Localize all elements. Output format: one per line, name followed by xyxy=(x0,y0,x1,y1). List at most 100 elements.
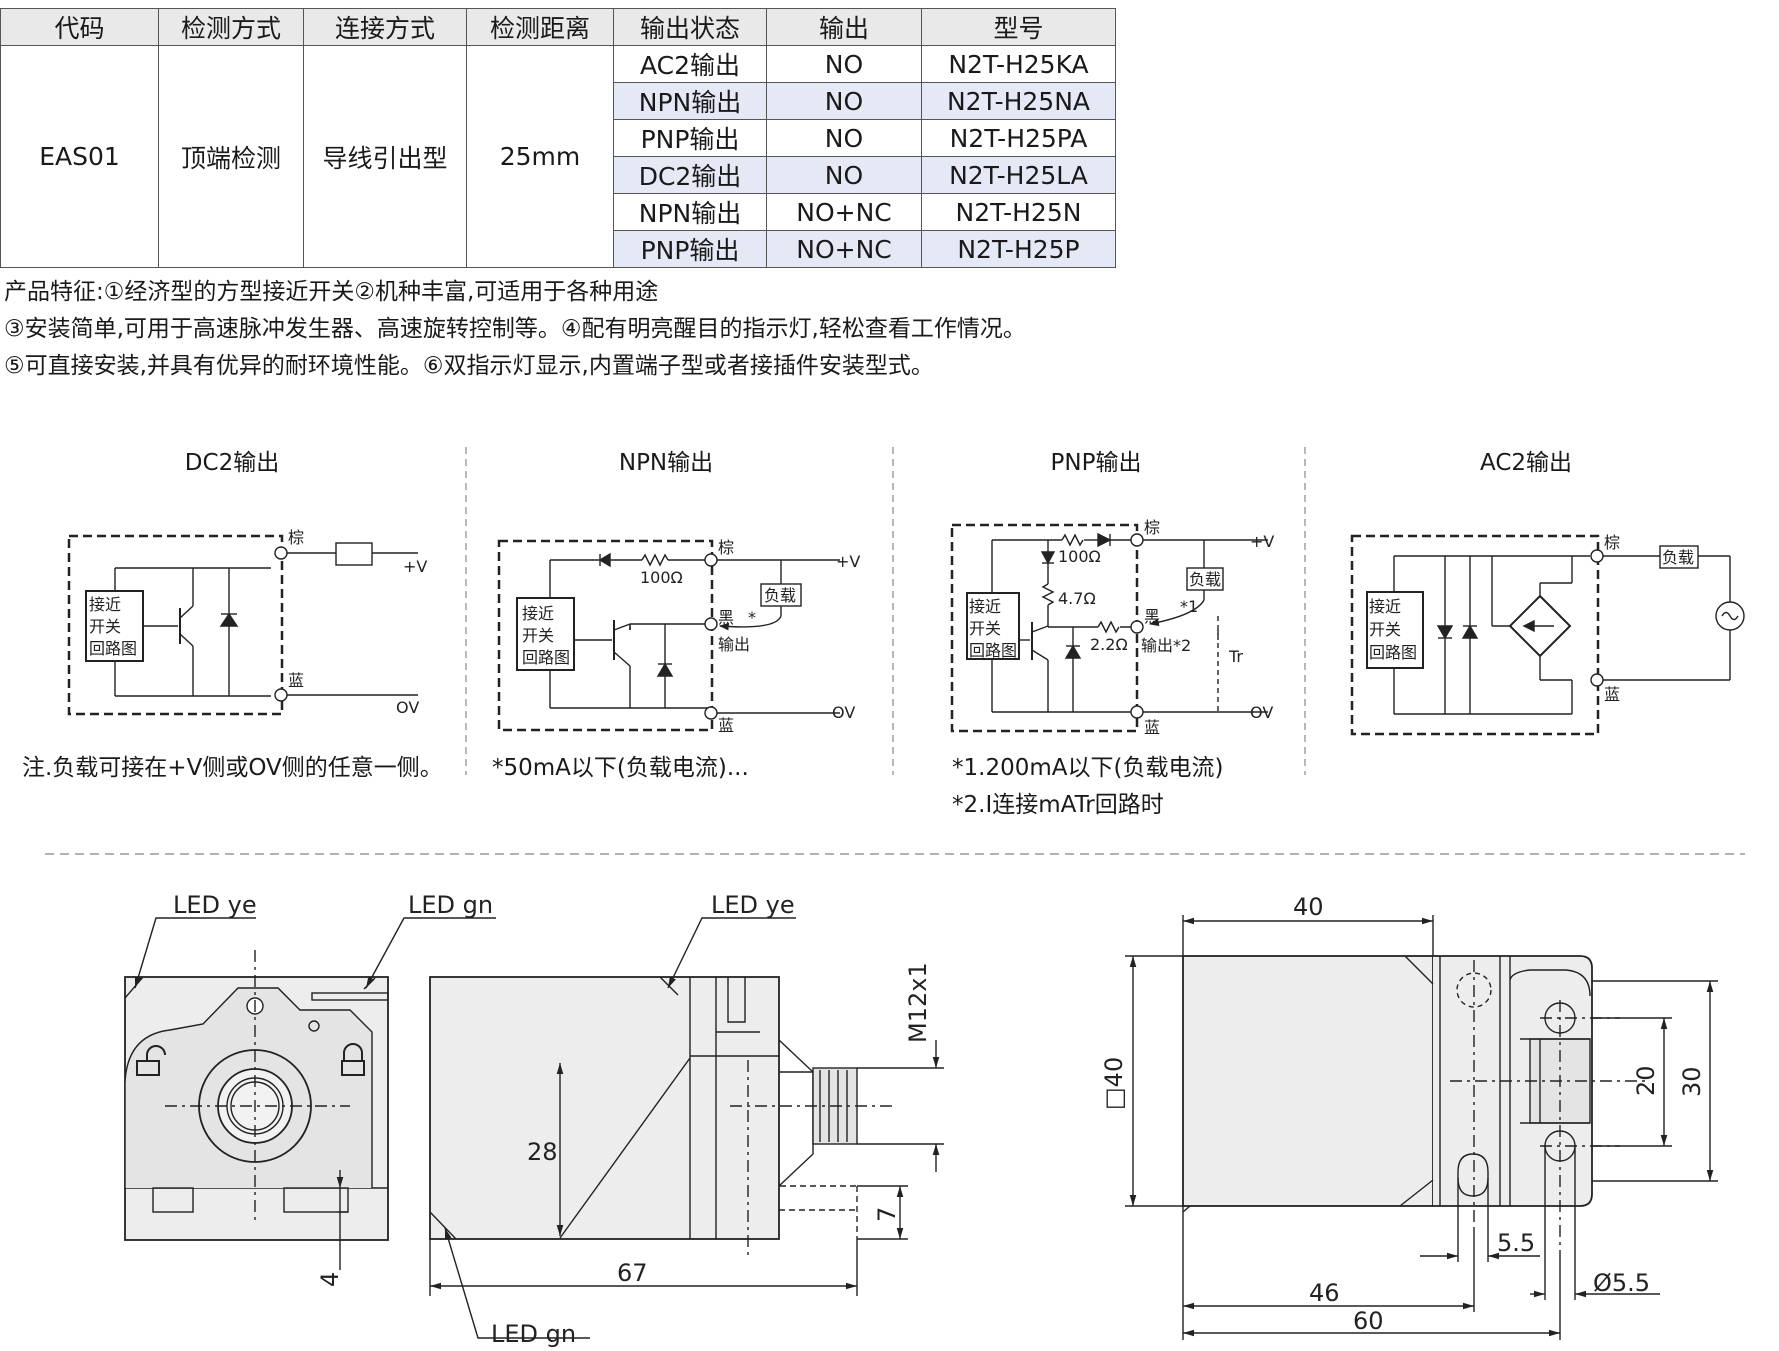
cell-model: N2T-H25NA xyxy=(921,82,1116,120)
ac2-blue-label: 蓝 xyxy=(1604,685,1620,704)
side-led-gn-label: LED gn xyxy=(491,1320,576,1348)
cell-model: N2T-H25P xyxy=(921,230,1116,268)
pnp-r1-label: 100Ω xyxy=(1058,547,1101,566)
pnp-star1-label: *1 xyxy=(1180,597,1198,616)
table-row: DC2输出 NO N2T-H25LA xyxy=(1,156,1116,194)
pnp-pv-label: +V xyxy=(1250,532,1274,551)
dim-46: 46 xyxy=(1309,1279,1340,1307)
npn-note: *50mA以下(负载电流)... xyxy=(492,755,749,781)
ac2-box-line3: 回路图 xyxy=(1369,643,1417,662)
header-model: 型号 xyxy=(921,8,1116,46)
npn-load-label: 负载 xyxy=(764,586,796,605)
pnp-circuit xyxy=(950,523,1268,733)
npn-box-line2: 开关 xyxy=(522,626,554,645)
npn-box-line1: 接近 xyxy=(522,604,554,623)
dim-67: 67 xyxy=(617,1259,648,1287)
dim-sq40: □40 xyxy=(1100,1057,1128,1110)
cell-state: NPN输出 xyxy=(613,193,767,231)
ac2-box-line1: 接近 xyxy=(1369,597,1401,616)
dim-20: 20 xyxy=(1632,1065,1660,1096)
dc2-title: DC2输出 xyxy=(184,450,280,476)
product-features: 产品特征:①经济型的方型接近开关②机种丰富,可适用于各种用途 ③安装简单,可用于… xyxy=(4,274,1026,385)
cell-output: NO xyxy=(766,45,922,83)
dc2-pv-label: +V xyxy=(403,557,427,576)
spec-table: 代码 检测方式 连接方式 检测距离 输出状态 输出 型号 EAS01 顶端检测 … xyxy=(0,8,1116,268)
pnp-r3-label: 2.2Ω xyxy=(1090,635,1128,654)
npn-ov-label: OV xyxy=(832,703,855,722)
cell-model: N2T-H25KA xyxy=(921,45,1116,83)
cell-state: PNP输出 xyxy=(613,119,767,157)
side-view xyxy=(429,917,944,1339)
pnp-ov-label: OV xyxy=(1250,703,1273,722)
ac2-circuit xyxy=(1350,534,1745,736)
table-row: NPN输出 NO+NC N2T-H25N xyxy=(1,193,1116,231)
feature-line: ⑤可直接安装,并具有优异的耐环境性能。⑥双指示灯显示,内置端子型或者接插件安装型… xyxy=(4,353,934,379)
dim-60: 60 xyxy=(1353,1307,1384,1335)
header-output: 输出 xyxy=(766,8,922,46)
header-method: 检测方式 xyxy=(158,8,304,46)
header-output-state: 输出状态 xyxy=(613,8,767,46)
pnp-note-2: *2.I连接mATr回路时 xyxy=(952,792,1164,818)
npn-out-label: 输出 xyxy=(718,635,750,654)
header-distance: 检测距离 xyxy=(466,8,614,46)
pnp-box-line2: 开关 xyxy=(969,619,1001,638)
feature-line: ③安装简单,可用于高速脉冲发生器、高速旋转控制等。④配有明亮醒目的指示灯,轻松查… xyxy=(4,316,1026,342)
side-led-ye-label: LED ye xyxy=(711,891,795,919)
dim-4: 4 xyxy=(316,1272,344,1287)
dc2-box-line2: 开关 xyxy=(89,617,121,636)
feature-line: 产品特征:①经济型的方型接近开关②机种丰富,可适用于各种用途 xyxy=(4,279,659,305)
dim-m12x1: M12x1 xyxy=(904,962,932,1043)
cell-state: NPN输出 xyxy=(613,82,767,120)
npn-r-label: 100Ω xyxy=(640,568,683,587)
cell-state: PNP输出 xyxy=(613,230,767,268)
cell-code: EAS01 xyxy=(0,45,159,268)
cell-state: DC2输出 xyxy=(613,156,767,194)
cell-model: N2T-H25PA xyxy=(921,119,1116,157)
cell-output: NO xyxy=(766,119,922,157)
pnp-out-label: 输出*2 xyxy=(1141,636,1191,655)
pnp-load-label: 负载 xyxy=(1189,570,1221,589)
npn-title: NPN输出 xyxy=(618,450,714,476)
pnp-r2-label: 4.7Ω xyxy=(1058,589,1096,608)
dc2-brown-label: 棕 xyxy=(288,528,304,547)
npn-blue-label: 蓝 xyxy=(718,716,734,735)
pnp-brown-label: 棕 xyxy=(1144,518,1160,537)
ac2-brown-label: 棕 xyxy=(1604,533,1620,552)
cell-model: N2T-H25N xyxy=(921,193,1116,231)
cell-output: NO+NC xyxy=(766,193,922,231)
dim-7: 7 xyxy=(873,1207,901,1222)
cell-model: N2T-H25LA xyxy=(921,156,1116,194)
front-led-ye-label: LED ye xyxy=(173,891,257,919)
pnp-note-1: *1.200mA以下(负载电流) xyxy=(952,755,1224,781)
cell-state: AC2输出 xyxy=(613,45,767,83)
cell-method: 顶端检测 xyxy=(158,45,304,268)
npn-pv-label: +V xyxy=(836,552,860,571)
header-code: 代码 xyxy=(0,8,159,46)
pnp-title: PNP输出 xyxy=(1050,450,1142,476)
pnp-blue-label: 蓝 xyxy=(1144,718,1160,737)
front-led-gn-label: LED gn xyxy=(408,891,493,919)
dim-28: 28 xyxy=(527,1138,558,1166)
npn-black-label: 黑 xyxy=(718,608,734,627)
pnp-tr-label: Tr xyxy=(1228,647,1243,666)
npn-circuit xyxy=(497,539,840,732)
cell-output: NO+NC xyxy=(766,230,922,268)
front-view xyxy=(124,917,496,1270)
ac2-title: AC2输出 xyxy=(1479,450,1573,476)
dc2-ov-label: OV xyxy=(396,698,419,717)
dim-phi-5-5: Ø5.5 xyxy=(1593,1269,1650,1297)
ac2-box-line2: 开关 xyxy=(1369,620,1401,639)
pnp-box-line3: 回路图 xyxy=(969,641,1017,660)
npn-box-line3: 回路图 xyxy=(522,648,570,667)
dc2-note: 注.负载可接在+V侧或OV侧的任意一侧。 xyxy=(22,755,443,781)
dim-40-top: 40 xyxy=(1293,893,1324,921)
table-row: EAS01 顶端检测 导线引出型 25mm AC2输出 NO N2T-H25KA xyxy=(0,45,1116,268)
dim-5-5: 5.5 xyxy=(1497,1229,1535,1257)
dim-30: 30 xyxy=(1678,1066,1706,1097)
dc2-box-line1: 接近 xyxy=(89,595,121,614)
pnp-black-label: 黑 xyxy=(1144,607,1160,626)
table-row: PNP输出 NO N2T-H25PA xyxy=(1,119,1116,157)
npn-brown-label: 棕 xyxy=(718,538,734,557)
